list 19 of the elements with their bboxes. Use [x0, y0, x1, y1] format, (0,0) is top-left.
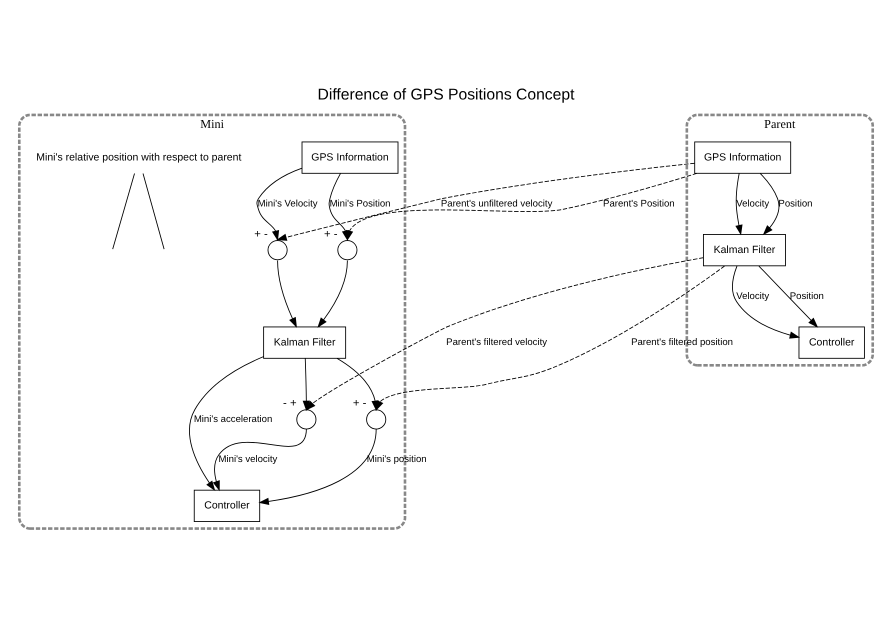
node-label: - +: [283, 397, 297, 410]
diagram-title: Difference of GPS Positions Concept: [318, 86, 574, 104]
edge-label: Parent's unfiltered velocity: [440, 198, 552, 209]
edge-label: Parent's filtered velocity: [446, 336, 548, 348]
node-text: Mini's relative position with respect to parent: [36, 152, 242, 163]
edge-label: Mini's velocity: [218, 454, 278, 465]
edge-label: Velocity: [736, 198, 770, 209]
edge-label: Position: [778, 198, 813, 209]
edge-label: Position: [790, 290, 824, 302]
edge-label: Mini's Velocity: [258, 198, 318, 209]
node-label: + -: [324, 228, 338, 240]
edge-label: Parent's filtered position: [631, 336, 734, 348]
node-label: + -: [352, 397, 366, 410]
edge-label: Mini's acceleration: [194, 413, 272, 424]
node-label: + -: [254, 228, 268, 240]
edge-label: Mini's position: [366, 454, 427, 465]
edge-label: Parent's Position: [603, 198, 675, 209]
edge-label: Mini's Position: [330, 198, 391, 209]
edge-label: Velocity: [736, 290, 770, 302]
